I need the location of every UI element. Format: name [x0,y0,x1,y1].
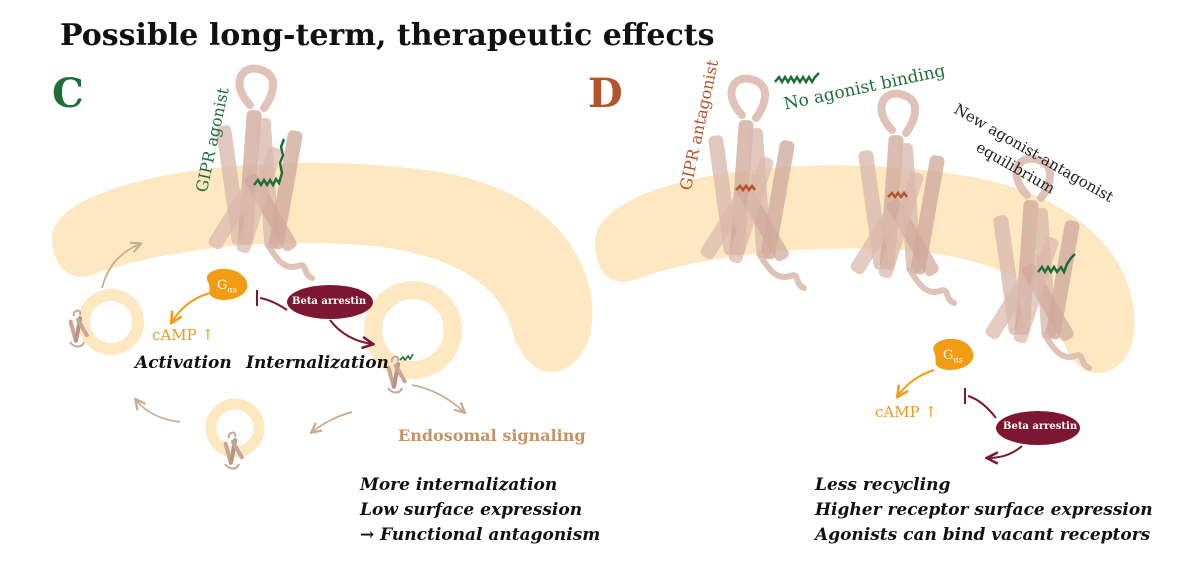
panel-d-activation-arrow-icon [898,369,935,396]
panel-d-free-agonist-icon [774,72,820,85]
panel-d-gas-label: Gαs [943,348,963,365]
panel-c-gas-protein-icon [206,268,248,300]
panel-d-note: Agonists can bind vacant receptors [815,525,1151,545]
panel-c-gas-label: Gαs [217,278,237,295]
panel-c-note: More internalization [360,475,558,495]
panel-c-endosomal-signal-arrow-icon [411,384,464,412]
panel-d-notes: Less recycling Higher receptor surface e… [815,473,1153,548]
panel-d-note: Less recycling [815,475,951,495]
panel-c-camp-label: cAMP ↑ [152,326,215,344]
panel-c-letter: C [52,70,84,117]
panel-c-arrestin-shape-icon [287,285,373,319]
panel-d-arrestin-shape-icon [996,411,1080,445]
panel-c-activation-arrow-icon [172,292,211,322]
panel-c-note: Low surface expression [360,500,583,520]
panel-c-vesicle-left [78,289,144,355]
panel-c-activation-label: Activation [135,353,232,373]
panel-d-antagonist-peptide-icon [735,183,756,193]
panel-d-gas-protein-icon [933,338,974,370]
panel-c-endosome-arrow-icon [312,411,353,432]
panel-d-arrestin-label: Beta arrestin [1003,421,1078,432]
panel-c-internalization-label: Internalization [246,353,389,373]
panel-c-recycle-arrow-icon [101,244,140,289]
panel-c-note: → Functional antagonism [360,525,601,545]
panel-c-inhibition-arrow-icon [259,297,288,311]
panel-c-arrestin-label: Beta arrestin [292,296,367,307]
figure-title: Possible long-term, therapeutic effects [60,18,715,53]
panel-c-endosomal-label: Endosomal signaling [398,426,586,445]
panel-d-letter: D [588,70,623,117]
panel-c-return-arrow-icon [136,400,181,423]
panel-c-membrane [51,162,593,379]
panel-c-internalized-agonist-icon [399,353,414,362]
panel-c-internalization-arrow-icon [329,319,372,344]
panel-d-inhibition-arrow-icon [967,395,997,419]
panel-d-internalization-arrow-icon [988,445,1023,458]
panel-c-notes: More internalization Low surface express… [360,473,600,548]
panel-d-camp-label: cAMP ↑ [875,403,938,421]
panel-d-note: Higher receptor surface expression [815,500,1153,520]
panel-d-vacant-peptide-icon [887,190,908,200]
panel-d-bound-agonist-icon [1037,253,1076,275]
panel-c-agonist-peptide-icon [253,138,286,188]
